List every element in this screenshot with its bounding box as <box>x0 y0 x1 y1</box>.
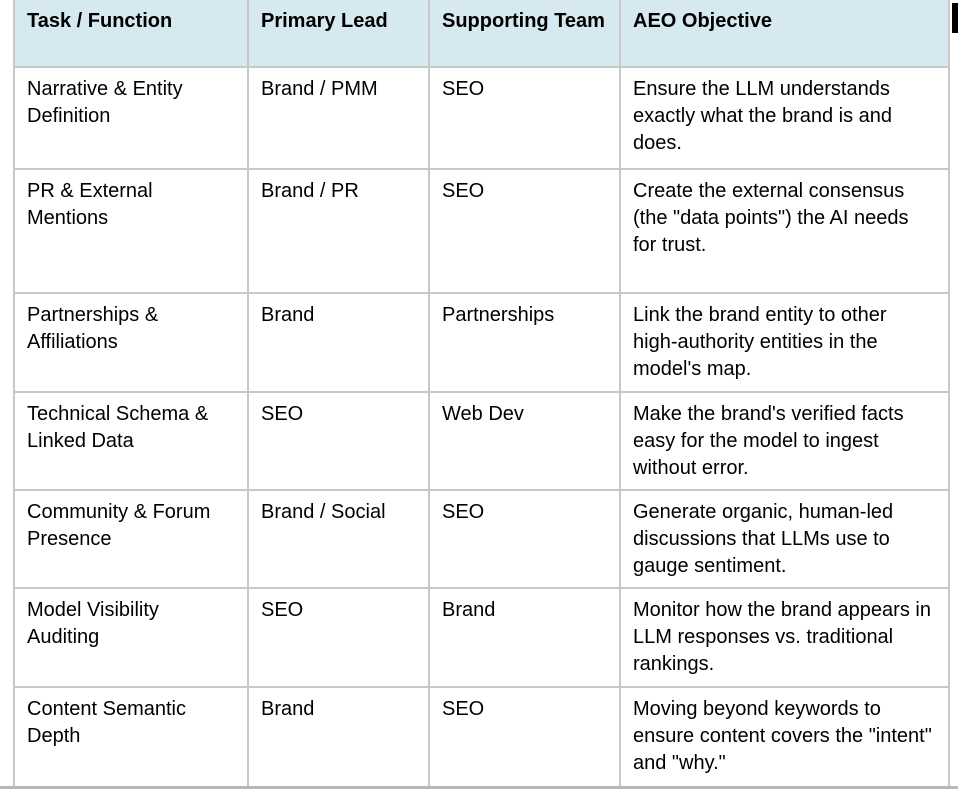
table-row: Model Visibility Auditing SEO Brand Moni… <box>13 587 950 688</box>
cell-aeo-objective[interactable]: Make the brand's verified facts easy for… <box>619 391 950 491</box>
cell-task[interactable]: Partnerships & Affiliations <box>13 292 249 393</box>
cell-primary-lead[interactable]: Brand <box>247 292 430 393</box>
cell-supporting-team[interactable]: Web Dev <box>428 391 621 491</box>
cell-supporting-team[interactable]: SEO <box>428 489 621 589</box>
cell-aeo-objective[interactable]: Link the brand entity to other high-auth… <box>619 292 950 393</box>
cell-aeo-objective[interactable]: Create the external consensus (the "data… <box>619 168 950 294</box>
cell-primary-lead[interactable]: Brand / PMM <box>247 66 430 170</box>
cell-task[interactable]: Community & Forum Presence <box>13 489 249 589</box>
table-row: Content Semantic Depth Brand SEO Moving … <box>13 686 950 788</box>
cell-primary-lead[interactable]: SEO <box>247 587 430 688</box>
text-cursor <box>952 3 958 33</box>
bottom-divider <box>0 786 958 789</box>
aeo-responsibility-table: Task / Function Primary Lead Supporting … <box>13 0 950 788</box>
header-cell-task-function[interactable]: Task / Function <box>13 0 249 68</box>
cell-primary-lead[interactable]: SEO <box>247 391 430 491</box>
cell-primary-lead[interactable]: Brand <box>247 686 430 788</box>
cell-supporting-team[interactable]: SEO <box>428 168 621 294</box>
table-row: PR & External Mentions Brand / PR SEO Cr… <box>13 168 950 294</box>
cell-supporting-team[interactable]: SEO <box>428 66 621 170</box>
table-row: Technical Schema & Linked Data SEO Web D… <box>13 391 950 491</box>
cell-task[interactable]: Model Visibility Auditing <box>13 587 249 688</box>
header-cell-aeo-objective[interactable]: AEO Objective <box>619 0 950 68</box>
cell-task[interactable]: Narrative & Entity Definition <box>13 66 249 170</box>
cell-aeo-objective[interactable]: Generate organic, human-led discussions … <box>619 489 950 589</box>
table-row: Narrative & Entity Definition Brand / PM… <box>13 66 950 170</box>
table-row: Community & Forum Presence Brand / Socia… <box>13 489 950 589</box>
cell-aeo-objective[interactable]: Ensure the LLM understands exactly what … <box>619 66 950 170</box>
cell-supporting-team[interactable]: SEO <box>428 686 621 788</box>
cell-aeo-objective[interactable]: Moving beyond keywords to ensure content… <box>619 686 950 788</box>
cell-task[interactable]: Technical Schema & Linked Data <box>13 391 249 491</box>
cell-primary-lead[interactable]: Brand / Social <box>247 489 430 589</box>
table-row: Partnerships & Affiliations Brand Partne… <box>13 292 950 393</box>
cell-primary-lead[interactable]: Brand / PR <box>247 168 430 294</box>
cell-supporting-team[interactable]: Brand <box>428 587 621 688</box>
cell-supporting-team[interactable]: Partnerships <box>428 292 621 393</box>
cell-task[interactable]: Content Semantic Depth <box>13 686 249 788</box>
table-header-row: Task / Function Primary Lead Supporting … <box>13 0 950 68</box>
cell-task[interactable]: PR & External Mentions <box>13 168 249 294</box>
cell-aeo-objective[interactable]: Monitor how the brand appears in LLM res… <box>619 587 950 688</box>
header-cell-primary-lead[interactable]: Primary Lead <box>247 0 430 68</box>
header-cell-supporting-team[interactable]: Supporting Team <box>428 0 621 68</box>
